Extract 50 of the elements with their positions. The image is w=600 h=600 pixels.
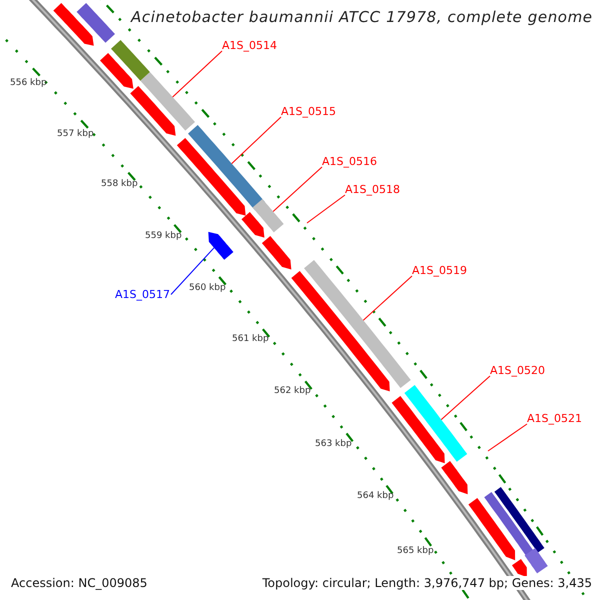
gene-feature	[441, 461, 468, 494]
gene-feature	[176, 138, 246, 216]
scale-label: 563 kbp	[315, 440, 352, 449]
scale-label: 561 kbp	[232, 335, 269, 344]
leader-line	[272, 166, 322, 212]
leader-line	[170, 247, 215, 295]
leader-line	[172, 50, 222, 98]
gene-block	[404, 385, 468, 462]
scale-label: 556 kbp	[10, 79, 47, 88]
gene-label: A1S_0519	[412, 265, 467, 276]
scale-label: 557 kbp	[57, 130, 94, 139]
gene-label: A1S_0521	[527, 413, 582, 424]
gene-feature	[53, 3, 94, 46]
gene-block	[494, 487, 544, 553]
gene-label: A1S_0518	[345, 184, 400, 195]
gene-feature	[468, 498, 516, 560]
gene-block	[524, 548, 548, 574]
gene-label: A1S_0516	[322, 156, 377, 167]
scale-label: 565 kbp	[397, 547, 434, 556]
gene-label: A1S_0517	[115, 289, 170, 300]
leader-line	[440, 376, 490, 420]
leader-line	[231, 116, 282, 164]
scale-label: 560 kbp	[189, 284, 226, 293]
gene-label: A1S_0520	[490, 365, 545, 376]
gene-feature	[242, 212, 264, 238]
gene-block	[76, 3, 115, 43]
scale-label: 558 kbp	[101, 180, 138, 189]
leader-line	[362, 276, 412, 321]
genome-summary-text: Topology: circular; Length: 3,976,747 bp; Genes: 3,435	[260, 576, 594, 590]
gene-block	[111, 40, 150, 81]
accession-text: Accession: NC_009085	[9, 576, 150, 590]
gene-block	[304, 260, 411, 388]
gene-feature	[100, 53, 134, 89]
gene-feature	[392, 396, 445, 464]
gene-block	[188, 125, 265, 210]
gene-feature	[512, 559, 527, 578]
gene-feature	[208, 232, 234, 260]
leader-line	[306, 194, 346, 224]
gene-block	[484, 492, 533, 556]
scale-label: 562 kbp	[274, 387, 311, 396]
gene-block	[140, 72, 195, 131]
gene-feature	[262, 236, 292, 270]
map-title: Acinetobacter baumannii ATCC 17978, complete genome	[131, 10, 593, 25]
scale-label: 559 kbp	[145, 232, 182, 241]
gene-label: A1S_0514	[222, 40, 277, 51]
scale-label: 564 kbp	[357, 492, 394, 501]
leader-line	[488, 424, 528, 452]
gene-label: A1S_0515	[281, 106, 336, 117]
gene-block	[252, 199, 284, 232]
gene-feature	[130, 86, 176, 136]
